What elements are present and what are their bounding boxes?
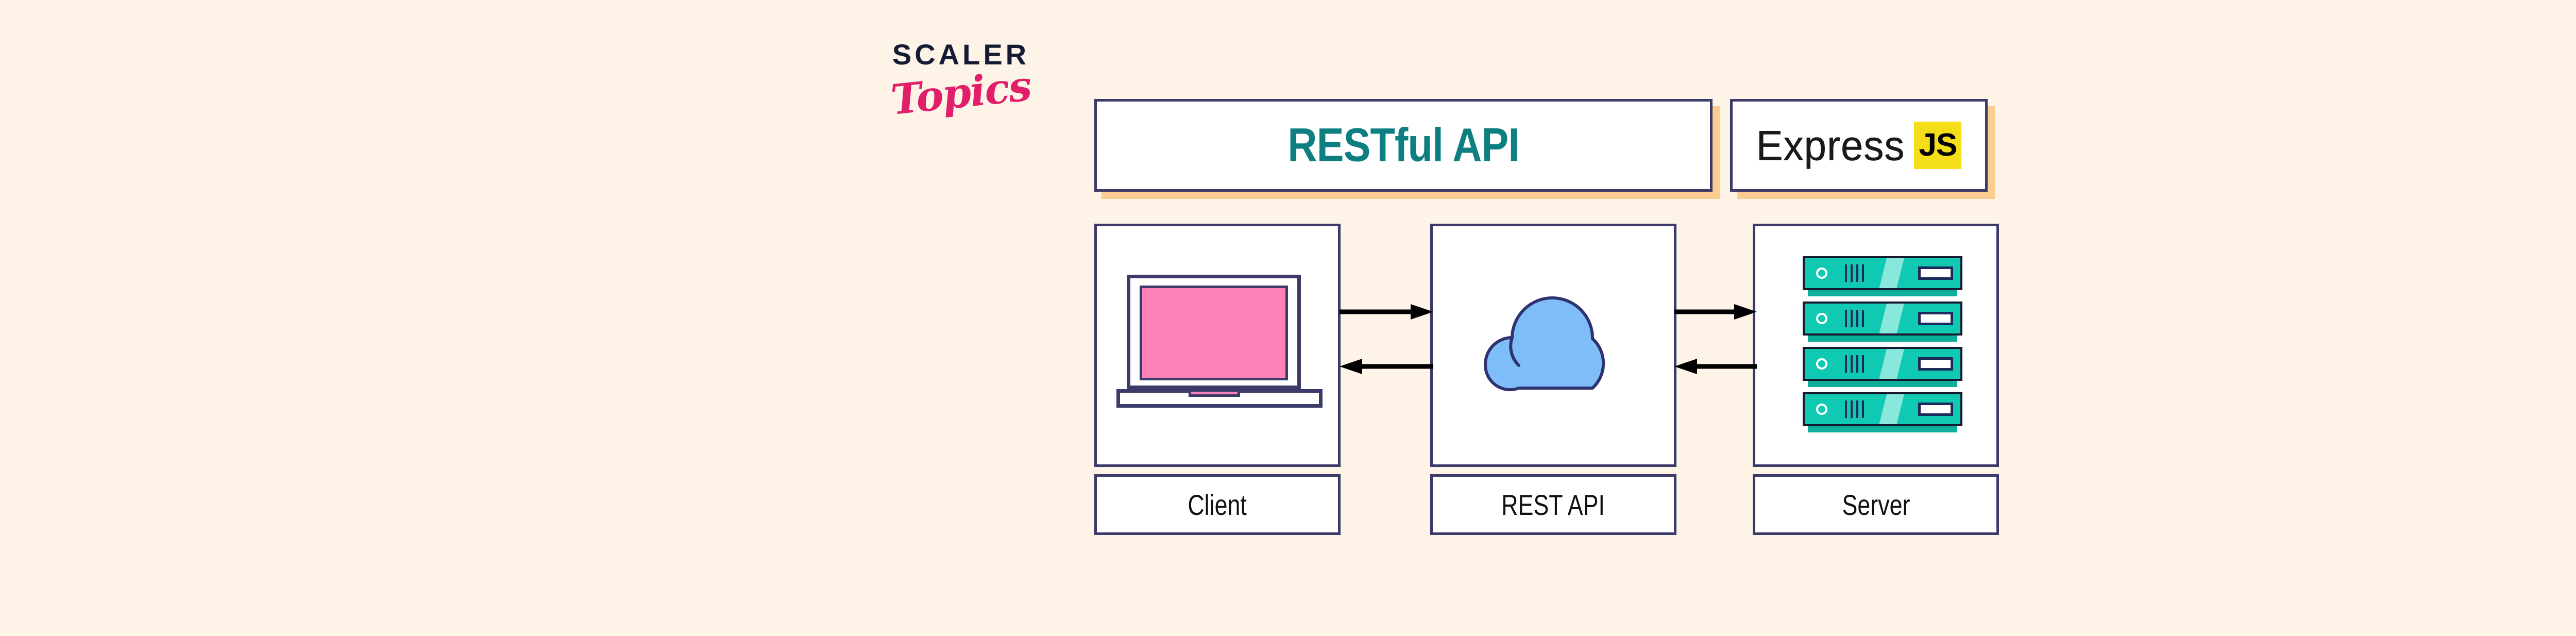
rack-highlight-stripe — [1875, 349, 1906, 379]
panel-server — [1753, 224, 1999, 467]
expressjs-logo: Express JS — [1733, 122, 1985, 169]
arrow-rest-api-to-client — [1340, 359, 1433, 374]
arrow-client-to-rest-api — [1340, 304, 1433, 320]
logo-topics-text: Topics — [888, 61, 1033, 124]
logo-scaler-text: SCALER — [892, 38, 1030, 71]
label-box-server: Server — [1753, 474, 1999, 535]
cloud-icon — [1483, 296, 1605, 392]
rack-unit — [1803, 256, 1962, 290]
arrow-server-to-rest-api — [1674, 359, 1757, 374]
label-text-client: Client — [1188, 488, 1247, 521]
rack-unit — [1803, 392, 1962, 426]
rack-power-led-icon — [1816, 267, 1827, 279]
panel-client — [1094, 224, 1341, 467]
panel-rest-api — [1430, 224, 1676, 467]
js-badge-text: JS — [1919, 127, 1957, 163]
js-badge: JS — [1914, 122, 1962, 169]
laptop-computer-icon — [1116, 275, 1323, 419]
express-wordmark: Express — [1756, 121, 1905, 170]
label-text-rest-api: REST API — [1501, 488, 1605, 521]
laptop-trackpad — [1189, 389, 1240, 397]
rack-display-panel — [1918, 312, 1953, 325]
rack-power-led-icon — [1816, 404, 1827, 415]
rack-display-panel — [1918, 266, 1953, 280]
label-box-client: Client — [1094, 474, 1341, 535]
rack-power-led-icon — [1816, 313, 1827, 324]
restful-api-header-card: RESTful API — [1094, 99, 1713, 192]
rack-highlight-stripe — [1875, 394, 1906, 424]
rack-unit — [1803, 302, 1962, 336]
scaler-topics-logo: SCALER Topics — [876, 40, 1046, 128]
expressjs-header-card: Express JS — [1730, 99, 1988, 192]
laptop-lid — [1127, 275, 1301, 389]
rack-vent-lines — [1845, 310, 1864, 327]
rack-power-led-icon — [1816, 358, 1827, 370]
rack-unit — [1803, 347, 1962, 381]
restful-api-title: RESTful API — [1287, 119, 1519, 172]
laptop-screen — [1140, 286, 1288, 380]
label-text-server: Server — [1842, 488, 1910, 521]
rack-vent-lines — [1845, 355, 1864, 373]
arrow-rest-api-to-server — [1674, 304, 1757, 320]
rack-highlight-stripe — [1875, 258, 1906, 288]
rack-vent-lines — [1845, 400, 1864, 418]
rack-display-panel — [1918, 403, 1953, 416]
rack-display-panel — [1918, 357, 1953, 371]
rack-highlight-stripe — [1875, 304, 1906, 333]
rack-vent-lines — [1845, 264, 1864, 282]
label-box-rest-api: REST API — [1430, 474, 1676, 535]
server-rack-icon — [1803, 256, 1962, 437]
